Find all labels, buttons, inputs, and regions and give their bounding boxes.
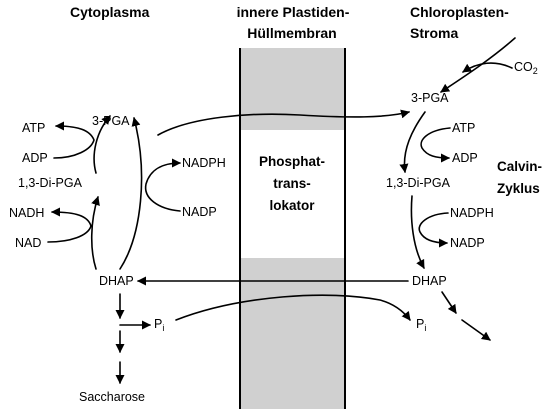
header-stroma-line1: Chloroplasten- <box>410 4 509 20</box>
translocator-label-line1: Phosphat- <box>259 154 325 169</box>
translocator-label-line3: lokator <box>269 198 315 213</box>
translocator-box <box>241 130 344 258</box>
stroma-co2-input-arrow <box>462 62 513 73</box>
stroma-3pga-label: 3-PGA <box>411 91 449 105</box>
cyto-nad-label: NAD <box>15 236 41 250</box>
cyto-3pga-label: 3-PGA <box>92 114 130 128</box>
stroma-atp-adp-arrow <box>420 127 451 163</box>
stroma-pga-to-dipga-arrow <box>399 111 426 173</box>
cyto-pga-to-dipga-arrow <box>93 115 111 174</box>
stroma-dhap-onward-arrow-1 <box>441 291 457 314</box>
stroma-cycle-into-pga-arrow <box>440 37 516 93</box>
stroma-nadph-nadp-arrow <box>418 212 449 248</box>
header-cytoplasm: Cytoplasma <box>70 4 150 20</box>
cyto-pi-label: Pi <box>154 317 164 333</box>
stroma-co2-label: CO2 <box>514 60 538 76</box>
cyto-dipga-to-dhap-arrow <box>90 196 100 270</box>
cyto-dhap-label: DHAP <box>99 274 134 288</box>
stroma-nadph-label: NADPH <box>450 206 494 220</box>
stroma-atp-label: ATP <box>452 121 475 135</box>
cyto-nadp-label: NADP <box>182 205 217 219</box>
cyto-nadph-label: NADPH <box>182 156 226 170</box>
cyto-nadp-nadph-arrow <box>144 158 181 212</box>
transport-3pga-arrow <box>157 109 410 136</box>
transport-pi-arrow <box>175 294 411 321</box>
header-stroma-line2: Stroma <box>410 25 458 41</box>
cyto-nadh-nad-arrow <box>47 207 92 243</box>
cyto-nadh-label: NADH <box>9 206 44 220</box>
cyto-atp-label: ATP <box>22 121 45 135</box>
stroma-13dipga-label: 1,3-Di-PGA <box>386 176 451 190</box>
stroma-pi-label: Pi <box>416 317 426 333</box>
translocator-label-line2: trans- <box>273 176 311 191</box>
stroma-adp-label: ADP <box>452 151 478 165</box>
stroma-nadp-label: NADP <box>450 236 485 250</box>
stroma-calvin-line1: Calvin- <box>497 159 542 174</box>
cyto-13dipga-label: 1,3-Di-PGA <box>18 176 83 190</box>
stroma-calvin-line2: Zyklus <box>497 181 540 196</box>
stroma-dipga-to-dhap-arrow <box>410 195 425 269</box>
header-membrane-line1: innere Plastiden- <box>237 4 350 20</box>
stroma-dhap-label: DHAP <box>412 274 447 288</box>
cyto-atp-adp-arrow <box>53 121 95 159</box>
cyto-adp-label: ADP <box>22 151 48 165</box>
cyto-dhap-to-pga-arrow <box>119 117 143 270</box>
header-membrane-line2: Hüllmembran <box>247 25 336 41</box>
stroma-dhap-onward-arrow-2 <box>461 319 491 341</box>
cyto-saccharose-label: Saccharose <box>79 390 145 404</box>
